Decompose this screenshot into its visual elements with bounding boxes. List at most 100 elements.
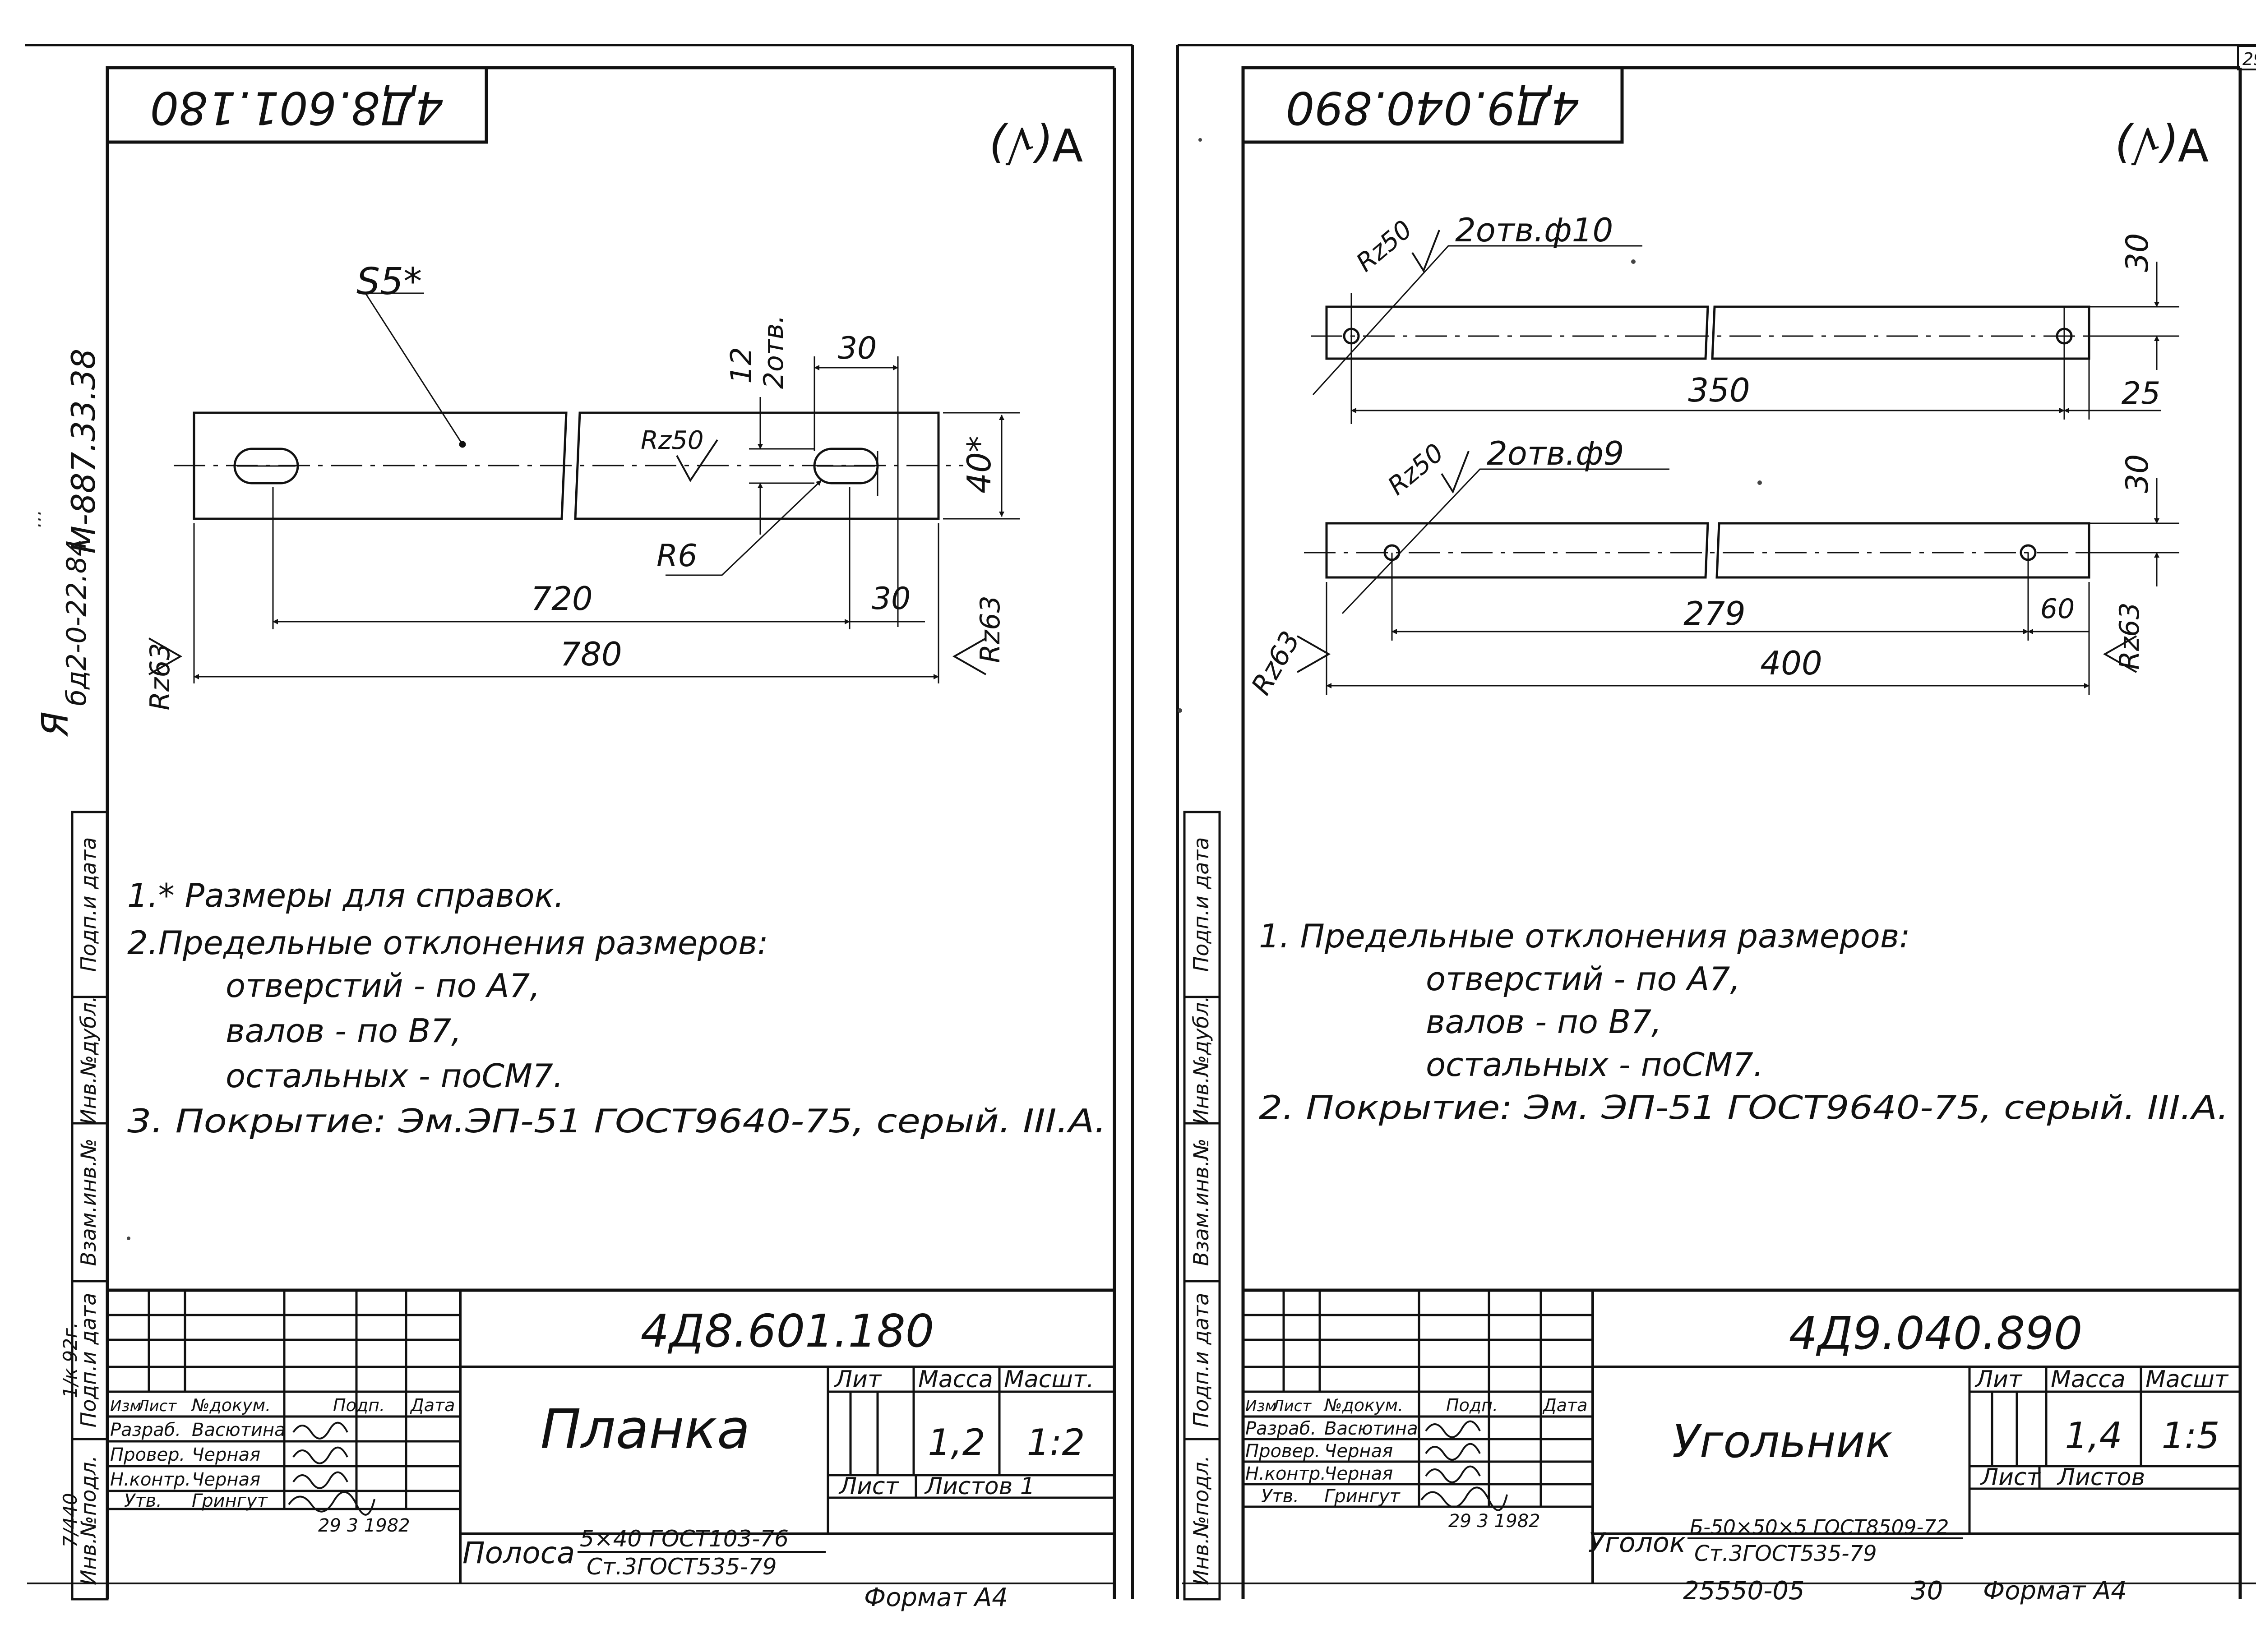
- tb-mass: 1,4: [2065, 1415, 2122, 1457]
- dim-s5: S5*: [356, 260, 422, 303]
- side-ref: М-887.33.38: [65, 349, 102, 554]
- tb-sheet-label: Лист: [838, 1473, 899, 1500]
- note-line: валов - по В7,: [226, 1012, 462, 1050]
- code-stamp-box: [1241, 66, 1624, 144]
- dim-279: 279: [1683, 595, 1745, 632]
- tb-head-izm: Изм: [1245, 1397, 1276, 1415]
- tb-role: Утв.: [124, 1490, 162, 1511]
- tb-person: Черная: [1324, 1441, 1393, 1462]
- tb-code: 4Д8.601.180: [641, 1305, 934, 1357]
- left-stamp-column: [71, 811, 109, 1601]
- stamp-inv-no: 7/440: [59, 1493, 81, 1547]
- tb-head-sign: Подп.: [1446, 1395, 1498, 1415]
- tb-head-list: Лист: [137, 1397, 177, 1415]
- note-line: 2.Предельные отклонения размеров:: [127, 924, 768, 962]
- tb-scale: 1:2: [1027, 1421, 1085, 1463]
- tb-head-date: Дата: [1542, 1395, 1587, 1415]
- tb-scale-label: Масшт.: [1004, 1366, 1094, 1393]
- tb-person: Черная: [1324, 1463, 1393, 1484]
- dim-holes: 2отв.: [758, 315, 790, 389]
- tb-material-prefix: Уголок: [1588, 1527, 1686, 1559]
- tb-role: Разраб.: [1245, 1418, 1316, 1439]
- dim-40: 40*: [960, 436, 998, 494]
- note-line: отверстий - по А7,: [1426, 960, 1740, 998]
- dim-780: 780: [560, 635, 622, 673]
- side-inv: бд2-0-22.84: [61, 539, 92, 706]
- stamp-col-4: Инв.№дубл.: [76, 996, 101, 1124]
- tb-head-doc: №докум.: [1323, 1395, 1403, 1415]
- dim-30-top: 30: [838, 331, 877, 366]
- tb-role: Провер.: [110, 1444, 185, 1465]
- roughness-symbol: ∀(√): [988, 118, 1083, 171]
- dim-rz50-top: Rz50: [1351, 215, 1418, 278]
- stamp-col-5: Подп.и дата: [76, 837, 101, 972]
- dim-rz63-right: Rz63: [975, 595, 1006, 663]
- note-line: 2. Покрытие: Эм. ЭП-51 ГОСТ9640-75, серы…: [1259, 1089, 2229, 1126]
- tb-sheets-label: Листов 1: [924, 1473, 1035, 1500]
- dim-holes-bot: 2отв.ф9: [1487, 434, 1624, 472]
- stamp-col-5: Подп.и дата: [1189, 837, 1213, 972]
- stamp-col-2: Подп.и дата: [1189, 1293, 1213, 1428]
- dim-12: 12: [725, 347, 758, 383]
- tb-sheet-label: Лист: [1980, 1464, 2041, 1491]
- stamp-col-4: Инв.№дубл.: [1189, 996, 1213, 1124]
- dim-30-bot: 30: [2120, 454, 2155, 494]
- left-drawing: 4Д8.601.180 ∀(√) М-887.33.38 бд2-0-22.84…: [24, 66, 1116, 1612]
- stamp-col-3: Взам.инв.№: [1189, 1138, 1213, 1266]
- tb-sign-date: 29 3 1982: [1448, 1511, 1540, 1532]
- tb-material-bottom: Ст.3ГОСТ535-79: [587, 1554, 777, 1580]
- dim-350: 350: [1688, 371, 1750, 409]
- dim-rz63-right: Rz63: [2114, 602, 2145, 670]
- tb-code: 4Д9.040.890: [1789, 1307, 2083, 1360]
- stamp-date: 1/к 92г.: [59, 1322, 81, 1398]
- dim-25: 25: [2122, 376, 2161, 411]
- dim-30-bot: 30: [872, 581, 911, 617]
- tb-format: Формат А4: [864, 1583, 1008, 1612]
- tb-role: Разраб.: [110, 1420, 181, 1440]
- right-title-block: [1243, 1288, 2240, 1583]
- dim-rz50: Rz50: [641, 426, 704, 455]
- tb-head-list: Лист: [1271, 1397, 1312, 1415]
- right-drawing: 4Д9.040.890 ∀(√) Инв.№подл. Подп.и дата …: [1183, 66, 2242, 1606]
- tb-person: Грингут: [192, 1490, 268, 1511]
- tb-sign-date: 29 3 1982: [318, 1515, 410, 1536]
- side-faint: …: [24, 510, 45, 528]
- tb-material-bottom: Ст.3ГОСТ535-79: [1694, 1541, 1877, 1566]
- dim-720: 720: [531, 580, 592, 618]
- note-line: 1. Предельные отклонения размеров:: [1259, 917, 1910, 955]
- tb-lit-label: Лит: [1974, 1366, 2023, 1393]
- tb-mass: 1,2: [928, 1421, 985, 1463]
- roughness-symbol: ∀(√): [2114, 118, 2209, 171]
- tb-album-code: 25550-05: [1683, 1576, 1805, 1606]
- dim-rz63-left: Rz63: [144, 643, 176, 711]
- tb-person: Черная: [192, 1469, 260, 1490]
- strip-part: [148, 292, 1020, 683]
- tb-sheets-label: Листов: [2057, 1464, 2145, 1491]
- tb-person: Грингут: [1324, 1486, 1401, 1507]
- tb-person: Васютина: [1324, 1418, 1418, 1439]
- tb-role: Провер.: [1245, 1441, 1320, 1462]
- tb-scale: 1:5: [2162, 1415, 2220, 1457]
- scan-specks: [127, 138, 1762, 1240]
- code-stamp-box: [106, 66, 488, 144]
- tb-mass-label: Масса: [2051, 1366, 2126, 1393]
- tb-role: Утв.: [1261, 1486, 1299, 1507]
- stamp-col-1: Инв.№подл.: [1189, 1455, 1213, 1585]
- tb-name: Планка: [541, 1398, 750, 1461]
- stamp-col-1: Инв.№подл.: [76, 1455, 101, 1585]
- tb-lit-label: Лит: [834, 1366, 882, 1393]
- tb-role: Н.контр.: [1245, 1463, 1326, 1484]
- dim-rz63-left: Rz63: [1245, 626, 1306, 700]
- left-title-block: [107, 1288, 1114, 1583]
- dim-60: 60: [2040, 593, 2075, 625]
- signature-marks: [1420, 1420, 1508, 1511]
- tb-head-date: Дата: [410, 1395, 455, 1415]
- side-mark: Я: [34, 711, 76, 737]
- tb-head-doc: №докум.: [191, 1395, 271, 1415]
- tb-person: Черная: [192, 1444, 260, 1465]
- note-line: остальных - поСМ7.: [226, 1057, 564, 1095]
- tb-album-sheet: 30: [1911, 1576, 1943, 1606]
- tb-head-sign: Подп.: [333, 1395, 385, 1415]
- tb-name: Угольник: [1672, 1415, 1892, 1468]
